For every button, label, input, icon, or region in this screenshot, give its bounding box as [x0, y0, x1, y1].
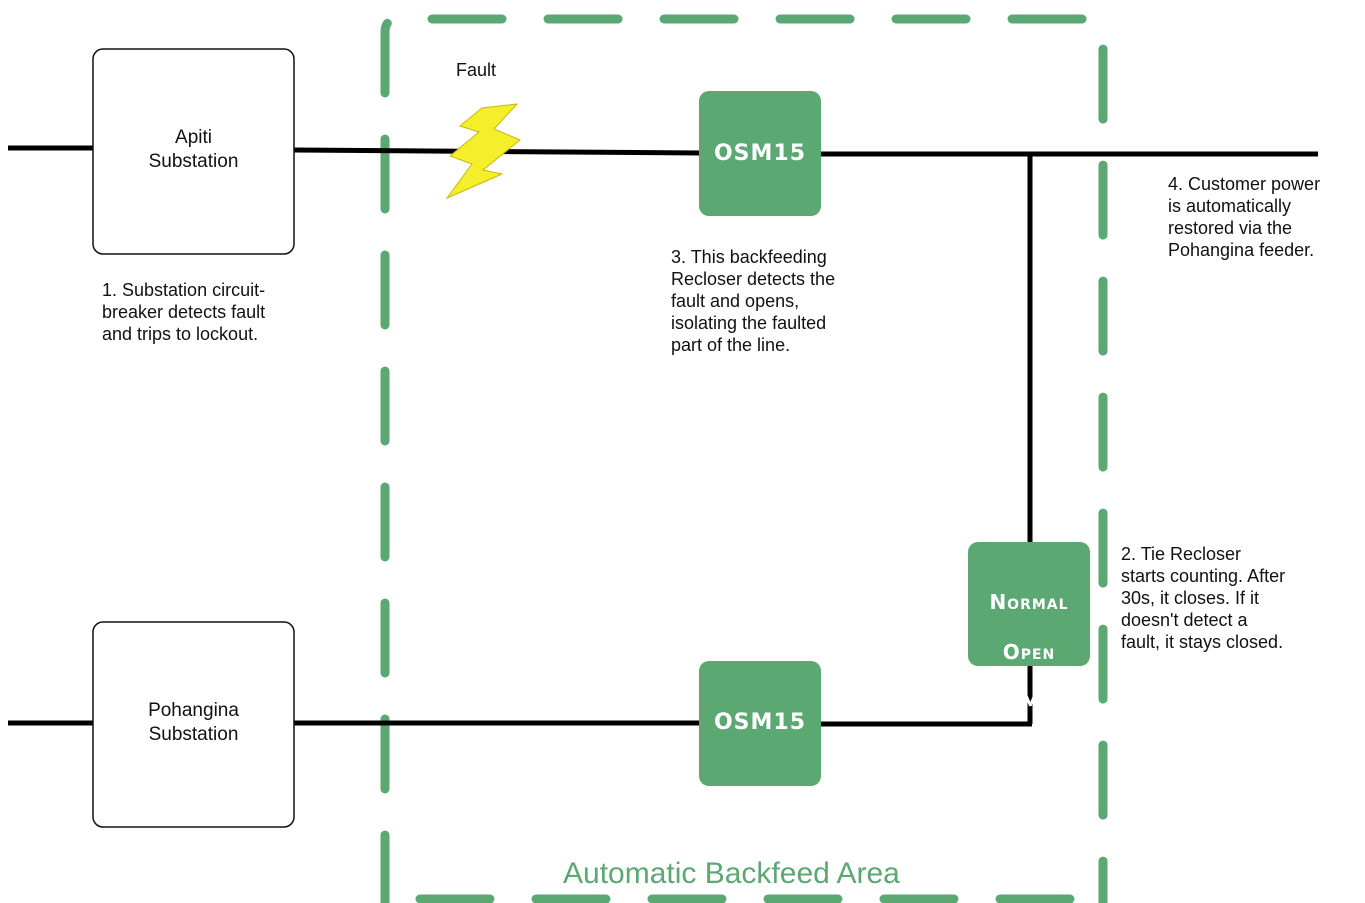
pohangina-substation-label: Pohangina Substation	[148, 700, 239, 745]
tie-recloser-label-line2: Open	[1002, 640, 1056, 664]
tie-recloser-label-line1: Normal	[989, 590, 1069, 614]
backfeed-area-title: Automatic Backfeed Area	[563, 857, 900, 890]
step3-note: 3. This backfeeding Recloser detects the…	[671, 247, 836, 355]
pohangina-substation-box	[92, 621, 295, 828]
apiti-substation-label: Apiti Substation	[148, 127, 239, 172]
tie-recloser-box	[968, 542, 1090, 666]
step2-note: 2. Tie Recloser starts counting. After 3…	[1121, 544, 1286, 652]
fault-label: Fault	[456, 60, 497, 80]
tie-recloser-label: Normal Open OSM15	[968, 565, 1090, 740]
tie-recloser-label-line3: OSM15	[986, 690, 1072, 714]
top-recloser-box	[699, 91, 821, 216]
bottom-recloser-box	[699, 661, 821, 786]
lightning-bolt-icon	[445, 103, 521, 200]
step1-note: 1. Substation circuit- breaker detects f…	[102, 280, 266, 344]
bottom-recloser-label: OSM15	[713, 710, 807, 735]
top-recloser-label: OSM15	[713, 141, 807, 166]
backfeed-area-border	[380, 14, 1108, 903]
step4-note: 4. Customer power is automatically resto…	[1168, 174, 1321, 260]
apiti-substation-box	[92, 48, 295, 255]
